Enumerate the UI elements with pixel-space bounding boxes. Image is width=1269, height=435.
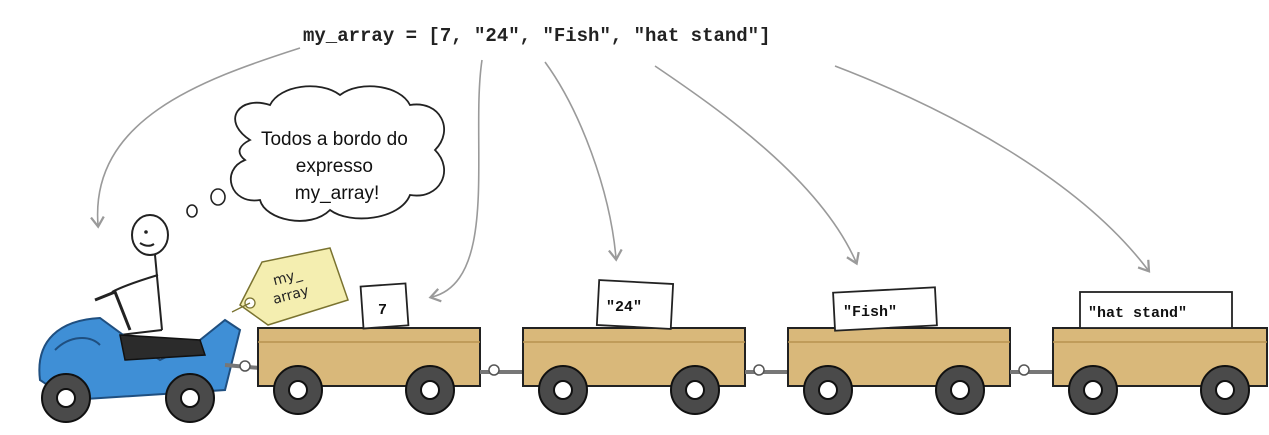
arrow-to-item-hat-stand	[834, 65, 1151, 273]
tag-line-1: my_	[271, 266, 304, 289]
bubble-line-3: my_array!	[295, 183, 379, 204]
svg-text:Todos a bordo do express: Todos a bordo do expresso my_array!	[261, 129, 413, 204]
quad-bike	[38, 290, 261, 423]
bubble-line-2: expresso	[296, 156, 373, 177]
wagon-2-label: "Fish"	[843, 304, 897, 321]
wagon-1-sign	[595, 279, 675, 330]
wagon-3-sign	[1079, 291, 1233, 329]
wagon-3-label: "hat stand"	[1088, 305, 1187, 322]
driver-arm	[111, 274, 159, 293]
thought-dot-small	[186, 204, 198, 218]
wagon-0-label: 7	[378, 302, 387, 319]
arrow-to-item-24	[544, 61, 623, 262]
pointer-arrows	[90, 47, 1151, 303]
driver-body	[154, 254, 163, 331]
code-line: my_array = [7, "24", "Fish", "hat stand"…	[303, 25, 770, 47]
driver-head	[131, 214, 169, 256]
wagon-0: 7	[257, 282, 481, 415]
arrow-to-item-7	[428, 59, 483, 303]
bubble-line-1: Todos a bordo do	[261, 129, 408, 150]
arrow-to-driver	[90, 47, 301, 229]
thought-bubble: Todos a bordo do expresso my_array!	[186, 85, 445, 222]
wagon-1: "24"	[522, 279, 746, 415]
thought-dot-large	[210, 188, 226, 206]
wagon-0-sign	[359, 282, 410, 330]
wagon-1-label: "24"	[606, 299, 642, 316]
wagon-3: "hat stand"	[1052, 291, 1268, 415]
name-tag: my_ array	[231, 247, 349, 326]
wagon-2: "Fish"	[787, 286, 1011, 415]
wagon-2-sign	[832, 286, 938, 332]
arrow-to-item-fish	[654, 65, 860, 266]
